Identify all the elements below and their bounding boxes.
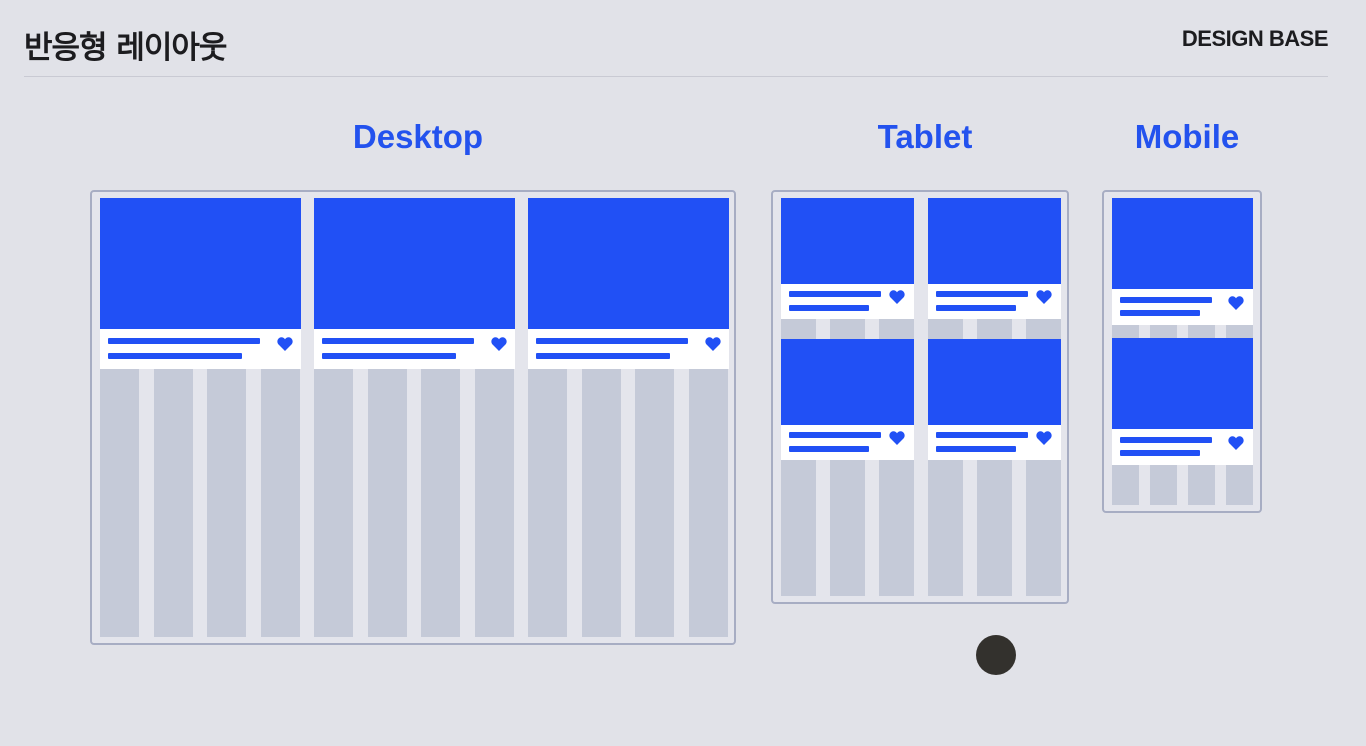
card-text-line <box>789 446 869 452</box>
content-card <box>928 339 1061 460</box>
card-text-line <box>108 338 260 344</box>
card-text-line <box>789 291 881 297</box>
card-text-line <box>936 305 1016 311</box>
card-image <box>528 198 729 329</box>
heart-icon <box>491 337 507 351</box>
card-text-line <box>108 353 242 359</box>
card-text-line <box>789 305 869 311</box>
card-text-line <box>536 338 688 344</box>
page-title: 반응형 레이아웃 <box>24 30 227 66</box>
header-divider <box>24 76 1328 77</box>
content-card <box>781 198 914 319</box>
brand-logo: DESIGN BASE <box>1181 26 1329 51</box>
heart-icon <box>889 290 905 304</box>
card-image <box>781 339 914 425</box>
card-image <box>1112 198 1253 289</box>
mobile-frame <box>1102 190 1262 513</box>
card-text-line <box>1120 297 1212 303</box>
card-text-line <box>322 353 456 359</box>
card-text-line <box>536 353 670 359</box>
heart-icon <box>705 337 721 351</box>
tablet-label: Tablet <box>877 118 973 155</box>
heart-icon <box>889 431 905 445</box>
content-card <box>100 198 301 369</box>
desktop-label: Desktop <box>352 118 484 155</box>
heart-icon <box>1228 296 1244 310</box>
card-image <box>1112 338 1253 429</box>
card-text-line <box>1120 450 1200 456</box>
heart-icon <box>1036 290 1052 304</box>
content-card <box>1112 198 1253 325</box>
heart-icon <box>1228 436 1244 450</box>
card-image <box>928 198 1061 284</box>
card-image <box>314 198 515 329</box>
card-image <box>100 198 301 329</box>
card-text-line <box>1120 437 1212 443</box>
card-image <box>928 339 1061 425</box>
content-card <box>314 198 515 369</box>
content-card <box>1112 338 1253 465</box>
card-image <box>781 198 914 284</box>
card-text-line <box>936 432 1028 438</box>
content-card <box>781 339 914 460</box>
heart-icon <box>1036 431 1052 445</box>
content-card <box>928 198 1061 319</box>
card-text-line <box>1120 310 1200 316</box>
heart-icon <box>277 337 293 351</box>
content-card <box>528 198 729 369</box>
desktop-frame <box>90 190 736 645</box>
cursor-dot <box>976 635 1016 675</box>
card-text-line <box>936 291 1028 297</box>
mobile-label: Mobile <box>1134 118 1240 155</box>
card-text-line <box>322 338 474 344</box>
card-text-line <box>936 446 1016 452</box>
card-text-line <box>789 432 881 438</box>
tablet-frame <box>771 190 1069 604</box>
